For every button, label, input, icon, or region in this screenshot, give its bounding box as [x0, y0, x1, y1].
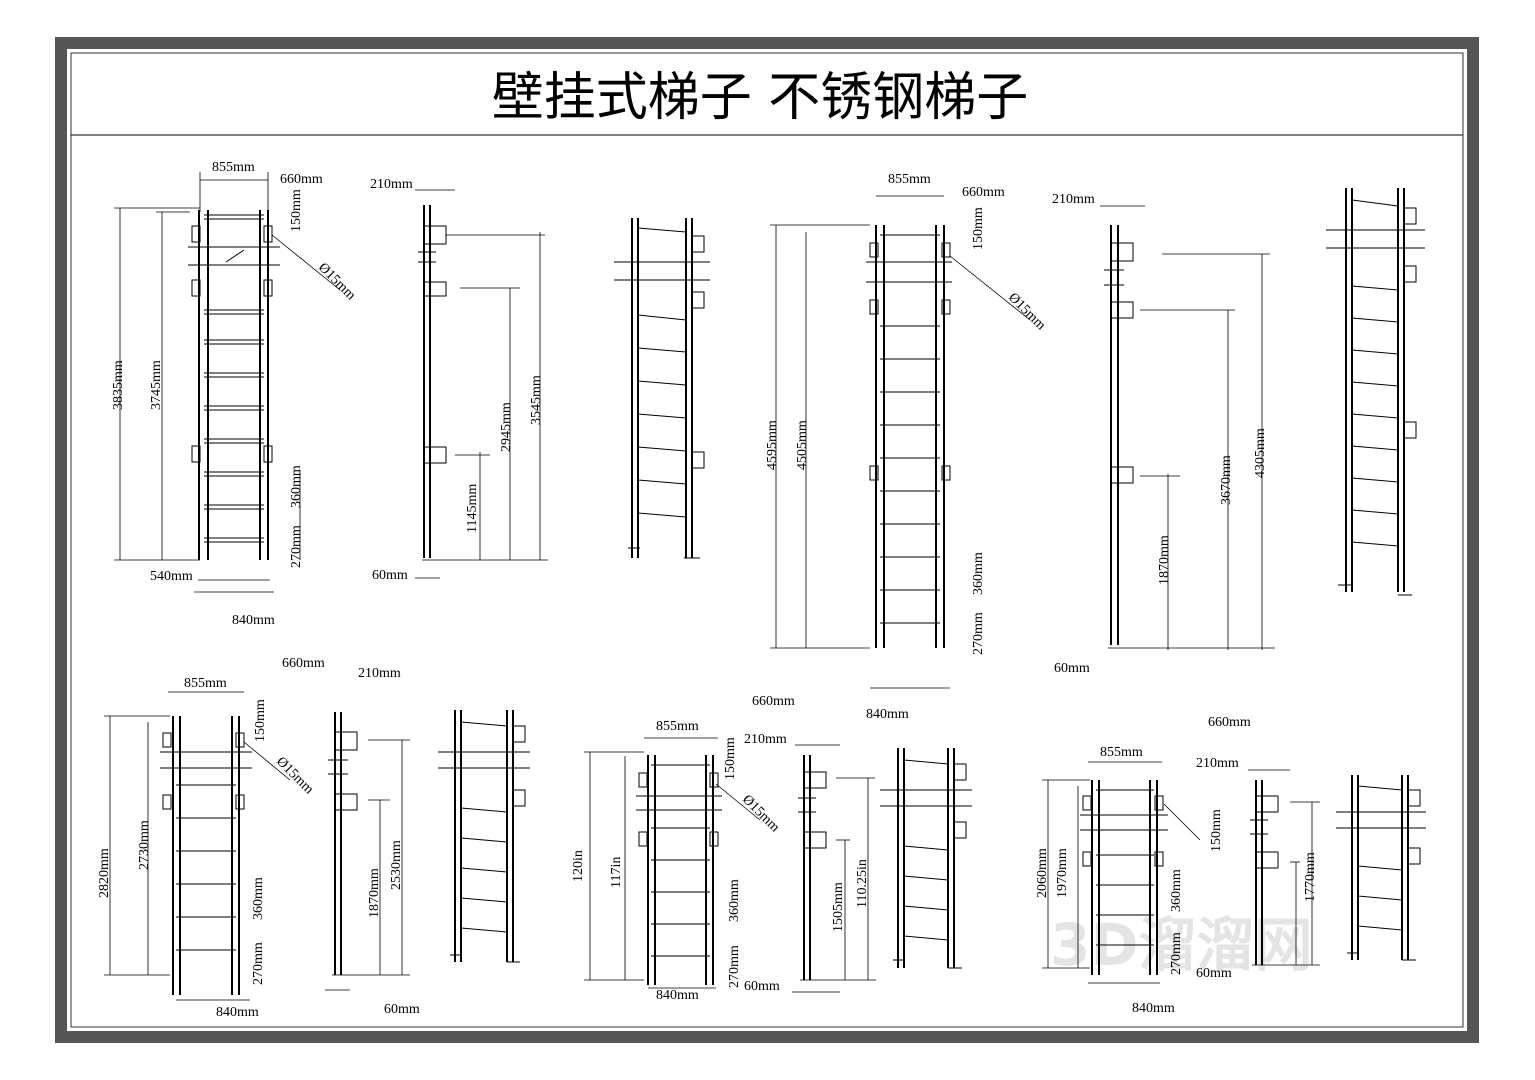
- l1-w660: 660mm: [280, 172, 323, 187]
- l2-h360: 360mm: [971, 552, 986, 595]
- ladder-5-side: [1248, 769, 1320, 966]
- l4-h117: 117in: [609, 857, 624, 888]
- l2-h270: 270mm: [971, 612, 986, 655]
- s1-w210: 210mm: [370, 177, 413, 192]
- l1-h3835: 3835mm: [111, 360, 126, 410]
- l3-h2820: 2820mm: [97, 848, 112, 898]
- l3-w855: 855mm: [184, 676, 227, 691]
- l3-w660: 660mm: [282, 656, 325, 671]
- ladder-4-perspective: [880, 748, 972, 969]
- l2-w855: 855mm: [888, 172, 931, 187]
- s3-w60: 60mm: [384, 1002, 420, 1017]
- s4-w210: 210mm: [744, 732, 787, 747]
- l4-d15: Ø15mm: [739, 792, 782, 835]
- l2-h4595: 4595mm: [765, 420, 780, 470]
- s4-h110: 110.25in: [855, 859, 870, 908]
- l1-h150: 150mm: [289, 189, 304, 232]
- s3-h1870: 1870mm: [367, 868, 382, 918]
- s3-w210: 210mm: [358, 666, 401, 681]
- ladder-2-side: [1100, 205, 1275, 650]
- s1-h2945: 2945mm: [499, 402, 514, 452]
- s4-w60: 60mm: [744, 979, 780, 994]
- page-title: 壁挂式梯子 不锈钢梯子: [492, 68, 1029, 128]
- l5-h270: 270mm: [1169, 932, 1184, 975]
- l3-h270: 270mm: [251, 942, 266, 985]
- s2-w210: 210mm: [1052, 192, 1095, 207]
- l1-h3745: 3745mm: [149, 360, 164, 410]
- l1-w840: 840mm: [232, 613, 275, 628]
- l2-w660: 660mm: [962, 185, 1005, 200]
- ladder-5-front: [1042, 761, 1201, 984]
- s5-w60: 60mm: [1196, 966, 1232, 981]
- l5-h2060: 2060mm: [1035, 848, 1050, 898]
- s2-h1870: 1870mm: [1157, 535, 1172, 585]
- ladder-1-perspective: [614, 218, 710, 559]
- l1-h360: 360mm: [289, 465, 304, 508]
- s2-w60: 60mm: [1054, 661, 1090, 676]
- l4-w660: 660mm: [752, 694, 795, 709]
- ladder-4-front: [584, 737, 761, 989]
- l4-h150: 150mm: [723, 737, 738, 780]
- ladder-1-front: [114, 172, 341, 593]
- l5-w855: 855mm: [1100, 745, 1143, 760]
- l5-w660: 660mm: [1208, 715, 1251, 730]
- l5-h1970: 1970mm: [1055, 848, 1070, 898]
- l2-w840: 840mm: [866, 707, 909, 722]
- l2-h150: 150mm: [971, 207, 986, 250]
- s1-h1145: 1145mm: [465, 484, 480, 533]
- l2-h4505: 4505mm: [795, 420, 810, 470]
- l4-h270: 270mm: [727, 945, 742, 988]
- s5-w210: 210mm: [1196, 756, 1239, 771]
- l1-h270: 270mm: [289, 525, 304, 568]
- l1-d15: Ø15mm: [315, 260, 358, 303]
- l1-w855: 855mm: [212, 160, 255, 175]
- ladder-5-perspective: [1336, 775, 1426, 961]
- l3-w840: 840mm: [216, 1005, 259, 1020]
- ladder-3-front: [104, 691, 291, 1001]
- s2-h3670: 3670mm: [1219, 455, 1234, 505]
- s1-h3545: 3545mm: [529, 375, 544, 425]
- ladder-3-side: [325, 712, 410, 991]
- watermark-logo: 3D溜溜网: [1050, 911, 1313, 979]
- l3-d15: Ø15mm: [273, 754, 316, 797]
- l5-h360: 360mm: [1169, 869, 1184, 912]
- l5-w840: 840mm: [1132, 1001, 1175, 1016]
- s2-h4305: 4305mm: [1253, 428, 1268, 478]
- l2-d15: Ø15mm: [1005, 290, 1048, 333]
- l4-w840: 840mm: [656, 988, 699, 1003]
- l1-w540: 540mm: [150, 569, 193, 584]
- l4-h360: 360mm: [727, 879, 742, 922]
- l5-h150: 150mm: [1209, 809, 1224, 852]
- s3-h2530: 2530mm: [389, 840, 404, 890]
- ladder-3-perspective: [438, 710, 530, 963]
- sheet-outer-border: [55, 37, 1479, 1043]
- ladder-1-side: [415, 189, 548, 579]
- ladder-2-perspective: [1326, 188, 1425, 596]
- l3-h360: 360mm: [251, 877, 266, 920]
- s5-h1770: 1770mm: [1303, 852, 1318, 902]
- l3-h150: 150mm: [253, 699, 268, 742]
- s4-h1505: 1505mm: [831, 882, 846, 932]
- ladder-2-front: [770, 195, 1031, 689]
- sheet-frame: [57, 39, 1477, 1041]
- l4-h120: 120in: [571, 850, 586, 882]
- l4-w855: 855mm: [656, 719, 699, 734]
- s1-w60: 60mm: [372, 568, 408, 583]
- ladder-4-side: [792, 744, 876, 993]
- l3-h2730: 2730mm: [137, 820, 152, 870]
